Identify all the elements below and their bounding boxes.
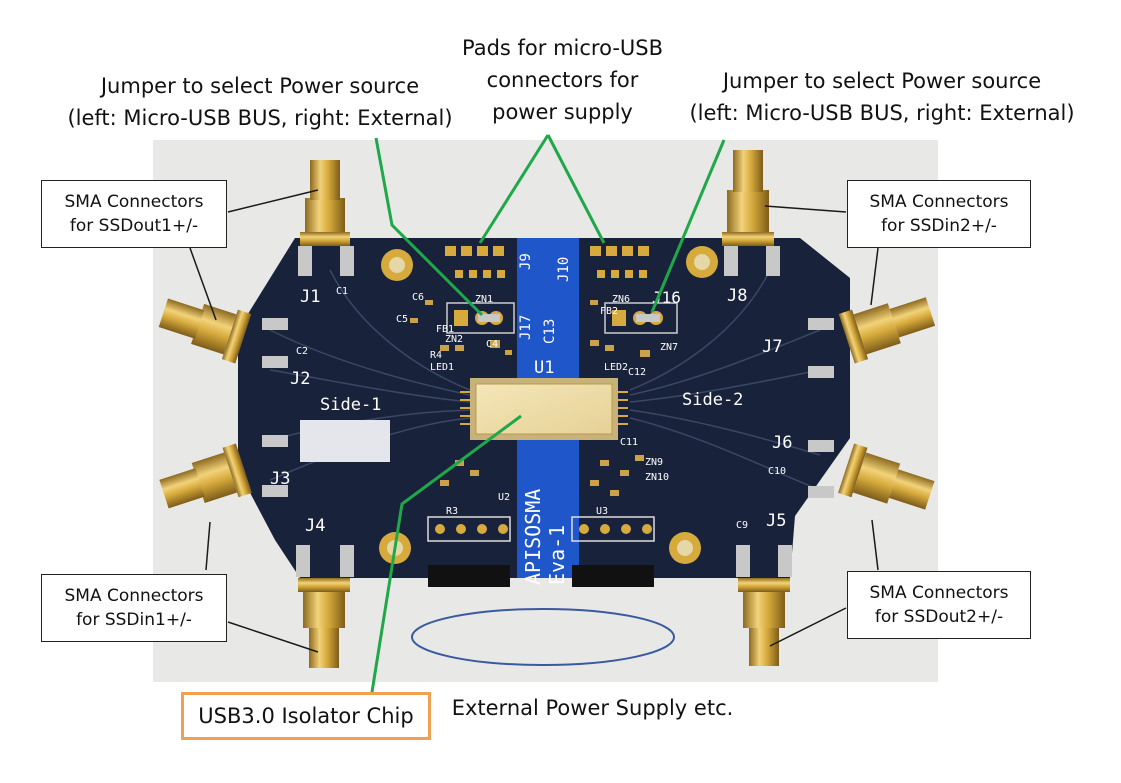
silk-c4: C4 (486, 339, 498, 350)
leader-pads-b (546, 134, 606, 244)
silk-j9: J9 (518, 253, 534, 270)
pads-callout-line2: connectors for (486, 68, 639, 92)
isolator-chip-callout: USB3.0 Isolator Chip (181, 692, 431, 740)
sma-connector-j6 (838, 443, 935, 510)
pads-callout-line1: Pads for micro-USB (461, 36, 664, 60)
silk-r3: R3 (446, 506, 458, 517)
pin-header-left (427, 516, 511, 645)
pads-callout: Pads for micro-USB connectors for power … (430, 32, 695, 128)
silk-zn2: ZN2 (445, 334, 463, 345)
silk-j10: J10 (556, 257, 572, 282)
sma-ssdin1-line2: for SSDin1+/- (76, 610, 192, 630)
silk-u2: U2 (498, 492, 510, 503)
sma-ssdout1-callout: SMA Connectors for SSDout1+/- (41, 180, 227, 248)
black-leader-lines (189, 189, 879, 653)
silk-j4: J4 (305, 516, 325, 536)
silk-j2: J2 (290, 369, 310, 389)
sma-ssdin2-line1: SMA Connectors (869, 192, 1009, 212)
silk-j6: J6 (772, 433, 792, 453)
silk-zn10: ZN10 (645, 472, 669, 483)
silk-u1: U1 (534, 358, 554, 378)
silk-j3: J3 (270, 469, 290, 489)
sma-ssdin1-callout: SMA Connectors for SSDin1+/- (41, 574, 227, 642)
silk-u3: U3 (596, 506, 608, 517)
pads-callout-line3: power supply (492, 100, 633, 124)
silk-fb1: FB1 (436, 324, 454, 335)
silkscreen-vertical: J9 J10 J17 C13 APISOSMA Eva-1 (518, 253, 572, 585)
silk-c13: C13 (542, 319, 558, 344)
jumper-right-callout: Jumper to select Power source (left: Mic… (672, 65, 1092, 129)
pin-header-right (571, 516, 655, 645)
silk-j17: J17 (518, 315, 534, 340)
leader-jumper-right (650, 139, 726, 313)
silk-c1: C1 (336, 286, 348, 297)
external-power-ellipse (411, 608, 675, 666)
sma-connector-j5 (736, 545, 792, 666)
silk-fb2: FB2 (600, 306, 618, 317)
silk-j5: J5 (766, 511, 786, 531)
silk-j1: J1 (300, 287, 320, 307)
isolator-chip-u1 (460, 378, 628, 440)
sma-connector-j1 (298, 160, 354, 276)
sma-ssdout2-callout: SMA Connectors for SSDout2+/- (847, 571, 1031, 639)
silk-side2: Side-2 (682, 390, 743, 410)
leader-jumper-left (374, 137, 484, 317)
jumper-j17 (446, 302, 515, 334)
sma-connector-j2 (158, 298, 252, 364)
sma-ssdout2-line1: SMA Connectors (869, 583, 1009, 603)
silk-c11: C11 (620, 437, 638, 448)
sma-connector-j4 (296, 545, 354, 668)
silk-side1: Side-1 (320, 395, 381, 415)
jumper-j16 (604, 302, 678, 334)
sma-connector-j3 (159, 443, 252, 509)
sma-ssdin2-line2: for SSDin2+/- (881, 216, 997, 236)
silk-zn9: ZN9 (645, 457, 663, 468)
micro-usb-pads (445, 246, 649, 278)
silk-c6: C6 (412, 292, 424, 303)
silkscreen: J1 J2 J3 J4 J5 J6 J7 J8 Side-1 Side-2 U1 (270, 286, 792, 536)
green-leader-lines (370, 134, 726, 693)
sma-connector-j8 (722, 150, 780, 276)
sma-ssdout2-line2: for SSDout2+/- (874, 607, 1004, 627)
silk-r4: R4 (430, 350, 442, 361)
leader-isolator-chip (370, 414, 522, 693)
silk-zn6: ZN6 (612, 294, 630, 305)
sma-ssdout1-line1: SMA Connectors (64, 192, 204, 212)
jumper-right-line2: (left: Micro-USB BUS, right: External) (689, 101, 1075, 125)
silk-led2: LED2 (604, 362, 628, 373)
silk-j8: J8 (727, 286, 747, 306)
external-power-callout: External Power Supply etc. (451, 696, 734, 720)
silk-title1: APISOSMA (521, 489, 545, 585)
silk-c2: C2 (296, 346, 308, 357)
silk-c5: C5 (396, 314, 408, 325)
sma-ssdin2-callout: SMA Connectors for SSDin2+/- (847, 180, 1031, 248)
jumper-right-line1: Jumper to select Power source (722, 69, 1042, 93)
silk-c12: C12 (628, 367, 646, 378)
sma-ssdout1-line2: for SSDout1+/- (69, 216, 199, 236)
silk-j7: J7 (762, 337, 782, 357)
silk-led1: LED1 (430, 362, 454, 373)
leader-pads-a (478, 134, 550, 244)
jumper-left-callout: Jumper to select Power source (left: Mic… (50, 70, 470, 134)
silk-c10: C10 (768, 466, 786, 477)
silk-title2: Eva-1 (545, 525, 569, 585)
jumper-left-line2: (left: Micro-USB BUS, right: External) (67, 106, 453, 130)
silk-zn7: ZN7 (660, 342, 678, 353)
sma-ssdin1-line1: SMA Connectors (64, 586, 204, 606)
silk-c9: C9 (736, 520, 748, 531)
side-pads (262, 318, 834, 498)
white-label-patch (300, 420, 390, 462)
silkscreen-small: C1 C2 C5 C6 C4 FB1 ZN2 ZN1 R4 LED1 ZN6 Z… (296, 286, 786, 531)
jumper-left-line1: Jumper to select Power source (100, 74, 420, 98)
silk-zn1: ZN1 (475, 294, 493, 305)
sma-connector-j7 (838, 297, 936, 364)
